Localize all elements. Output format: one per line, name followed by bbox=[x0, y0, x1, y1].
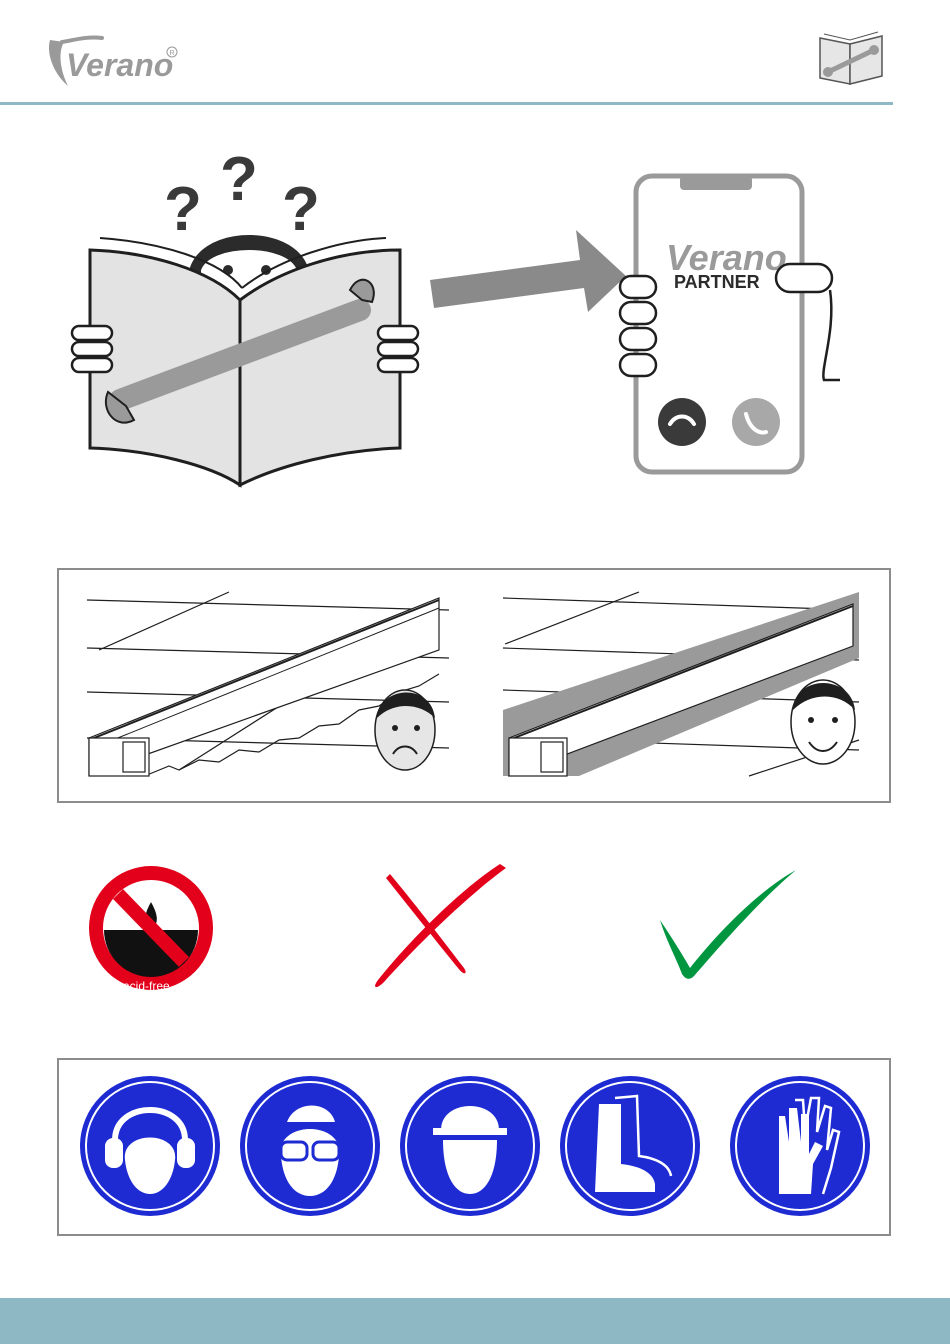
acid-free-label: acid-free bbox=[123, 979, 170, 993]
no-acid-icon: acid-free bbox=[89, 866, 213, 993]
phone-decline-icon bbox=[658, 398, 706, 446]
phone-partner-label: PARTNER bbox=[674, 272, 760, 292]
svg-text:?: ? bbox=[164, 175, 202, 244]
head-protection-icon bbox=[400, 1076, 540, 1216]
cross-icon bbox=[375, 864, 506, 987]
check-icon bbox=[660, 870, 796, 979]
safety-boots-icon bbox=[560, 1076, 700, 1216]
registered-mark: R bbox=[170, 50, 175, 57]
brand-logo: Verano R bbox=[44, 30, 194, 92]
brand-name: Verano bbox=[66, 47, 173, 83]
header-divider bbox=[0, 102, 893, 105]
svg-text:?: ? bbox=[282, 175, 320, 244]
ppe-panel bbox=[57, 1058, 891, 1236]
ear-protection-icon bbox=[80, 1076, 220, 1216]
manual-wrench-icon bbox=[816, 28, 886, 86]
usage-symbols-row: acid-free bbox=[60, 850, 890, 1010]
gloves-icon bbox=[730, 1076, 870, 1216]
happy-face-icon bbox=[791, 680, 855, 764]
svg-text:?: ? bbox=[220, 145, 258, 214]
sad-face-icon bbox=[375, 690, 435, 770]
eye-protection-icon bbox=[240, 1076, 380, 1216]
smartphone-icon: Verano PARTNER bbox=[620, 176, 840, 472]
support-scene: ? ? ? bbox=[60, 130, 850, 500]
question-marks-icon: ? ? ? bbox=[164, 145, 320, 244]
mounting-comparison-panel bbox=[57, 568, 891, 803]
footer-bar bbox=[0, 1298, 950, 1344]
arrow-right-icon bbox=[430, 230, 626, 312]
phone-accept-icon bbox=[732, 398, 780, 446]
